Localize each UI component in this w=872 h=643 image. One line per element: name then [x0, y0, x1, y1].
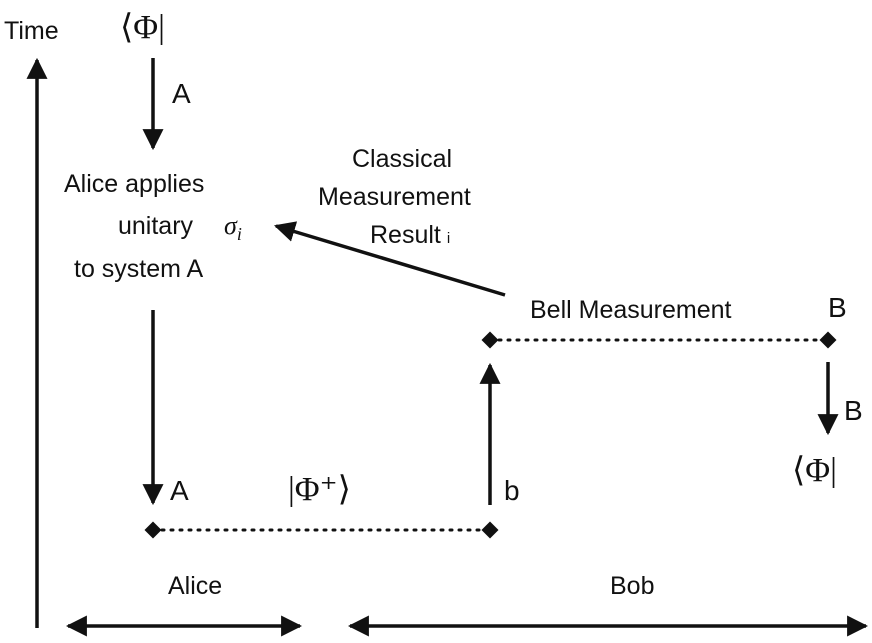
- bell-measurement-node-right: [819, 331, 837, 349]
- alice-qubit-node: [144, 521, 162, 539]
- bob-label-b: b: [504, 475, 520, 506]
- bell-pair-ket: |Φ⁺⟩: [288, 471, 351, 508]
- sigma-glyph: σ: [224, 211, 238, 240]
- bra-phi-top: ⟨Φ|: [120, 9, 165, 46]
- party-label-bob: Bob: [610, 572, 654, 600]
- classical-line2: Measurement: [318, 183, 471, 211]
- classical-result-word: Result: [370, 221, 441, 249]
- classical-channel-arrow: [273, 221, 506, 297]
- sigma-subscript: i: [237, 224, 242, 244]
- party-label-alice: Alice: [168, 572, 222, 600]
- alice-applies-line1: Alice applies: [64, 170, 204, 198]
- bob-label-B-top: B: [828, 292, 847, 323]
- sigma-symbol: σi: [224, 211, 242, 244]
- alice-applies-line2: unitary: [118, 212, 194, 240]
- alice-bottom-label-A: A: [170, 475, 189, 506]
- alice-top-label-A: A: [172, 78, 191, 109]
- alice-applies-line3: to system A: [74, 255, 204, 283]
- bell-measurement-label: Bell Measurement: [530, 296, 732, 324]
- classical-result-subscript: i: [447, 230, 450, 247]
- classical-line1: Classical: [352, 145, 452, 173]
- bell-measurement-node-left: [481, 331, 499, 349]
- bob-qubit-node: [481, 521, 499, 539]
- bob-label-B-arrow: B: [844, 395, 863, 426]
- time-axis-label: Time: [4, 17, 59, 45]
- bra-phi-bottom: ⟨Φ|: [792, 452, 837, 489]
